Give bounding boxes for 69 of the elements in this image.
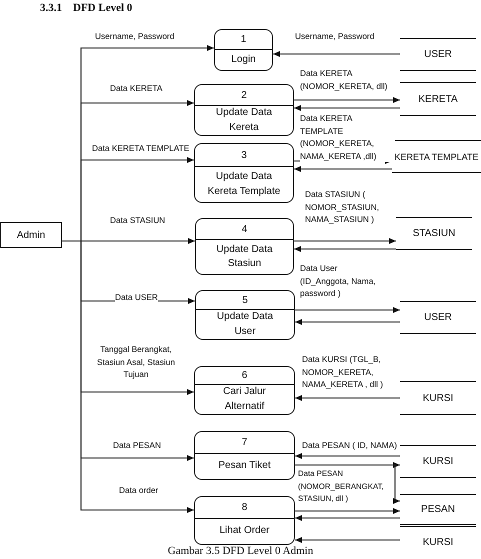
process-name: Update Data Kereta Template bbox=[206, 170, 282, 198]
process-number: 2 bbox=[195, 85, 293, 106]
data-store bbox=[400, 445, 476, 478]
edge-label: Data USER bbox=[115, 291, 158, 304]
edge-label: Data PESAN ( ID, NAMA) bbox=[302, 439, 397, 452]
edge-label: Data KERETA TEMPLATE bbox=[92, 142, 190, 154]
data-store bbox=[400, 301, 476, 334]
process-number: 4 bbox=[196, 219, 293, 240]
data-flow-arrow bbox=[295, 515, 400, 521]
process-box bbox=[194, 143, 294, 203]
process-number: 3 bbox=[195, 144, 293, 167]
edge-label: Data KERETA TEMPLATE (NOMOR_KERETA, NAMA_KERETA ,dll) bbox=[300, 112, 395, 162]
edge-label: Data KERETA bbox=[110, 82, 162, 94]
process-name: Update Data Stasiun bbox=[215, 242, 274, 271]
process-name: Update Data User bbox=[216, 310, 274, 338]
data-flow-arrow bbox=[294, 166, 392, 172]
store-name: KERETA bbox=[418, 94, 458, 104]
process-box bbox=[195, 218, 294, 275]
process-box bbox=[195, 290, 295, 340]
process-number: 8 bbox=[195, 497, 294, 519]
edge-label: Data PESAN bbox=[113, 439, 161, 452]
process-box bbox=[194, 496, 295, 545]
data-store bbox=[400, 38, 476, 71]
data-store bbox=[400, 82, 476, 116]
data-flow-arrow bbox=[294, 97, 400, 103]
store-name: PESAN bbox=[421, 504, 455, 515]
edge-label: Data STASIUN bbox=[110, 214, 166, 226]
store-name: STASIUN bbox=[412, 228, 456, 239]
process-number: 7 bbox=[195, 432, 294, 454]
process-number: 5 bbox=[196, 291, 294, 310]
edge-label: Username, Password bbox=[95, 30, 174, 42]
external-entity-box bbox=[0, 222, 62, 248]
data-store bbox=[396, 217, 472, 250]
entity-name: Admin bbox=[16, 230, 46, 240]
process-box bbox=[194, 366, 295, 415]
process-number: 6 bbox=[195, 367, 294, 385]
process-box bbox=[214, 29, 273, 71]
data-store bbox=[400, 494, 476, 527]
process-name: Update Data Kereta bbox=[214, 106, 274, 134]
store-name: KURSI bbox=[422, 456, 454, 467]
process-name: Login bbox=[230, 52, 257, 67]
figure-caption: Gambar 3.5 DFD Level 0 Admin bbox=[168, 545, 314, 557]
data-flow-arrow bbox=[295, 453, 400, 459]
edge-label: Data User (ID_Anggota, Nama, password ) bbox=[300, 262, 378, 300]
data-flow-arrow bbox=[295, 508, 400, 514]
process-name: Cari Jalur Alternatif bbox=[222, 385, 267, 414]
data-flow-arrow bbox=[294, 238, 396, 244]
process-box bbox=[194, 431, 295, 480]
data-flow-arrow bbox=[295, 395, 400, 401]
store-name: USER bbox=[424, 49, 452, 60]
data-flow-arrow bbox=[295, 319, 400, 325]
store-name: KURSI bbox=[422, 392, 454, 404]
data-flow-arrow bbox=[273, 51, 400, 57]
process-box bbox=[194, 84, 294, 136]
data-store bbox=[400, 381, 476, 415]
store-name: KURSI bbox=[422, 537, 454, 548]
process-name: Lihat Order bbox=[218, 524, 271, 538]
data-flow-arrow bbox=[294, 246, 396, 252]
edge-label: Username, Password bbox=[295, 30, 374, 42]
data-flow-arrow bbox=[295, 537, 400, 543]
store-name: USER bbox=[424, 312, 452, 323]
edge-label: Data order bbox=[119, 484, 158, 496]
data-flow-arrow bbox=[295, 307, 400, 313]
process-number: 1 bbox=[215, 30, 272, 50]
store-name: KERETA TEMPLATE bbox=[394, 152, 479, 162]
process-name: Pesan Tiket bbox=[217, 459, 272, 474]
section-heading: 3.3.1 DFD Level 0 bbox=[40, 2, 132, 14]
data-flow-arrow bbox=[295, 464, 400, 504]
data-flow-arrow bbox=[294, 105, 400, 111]
